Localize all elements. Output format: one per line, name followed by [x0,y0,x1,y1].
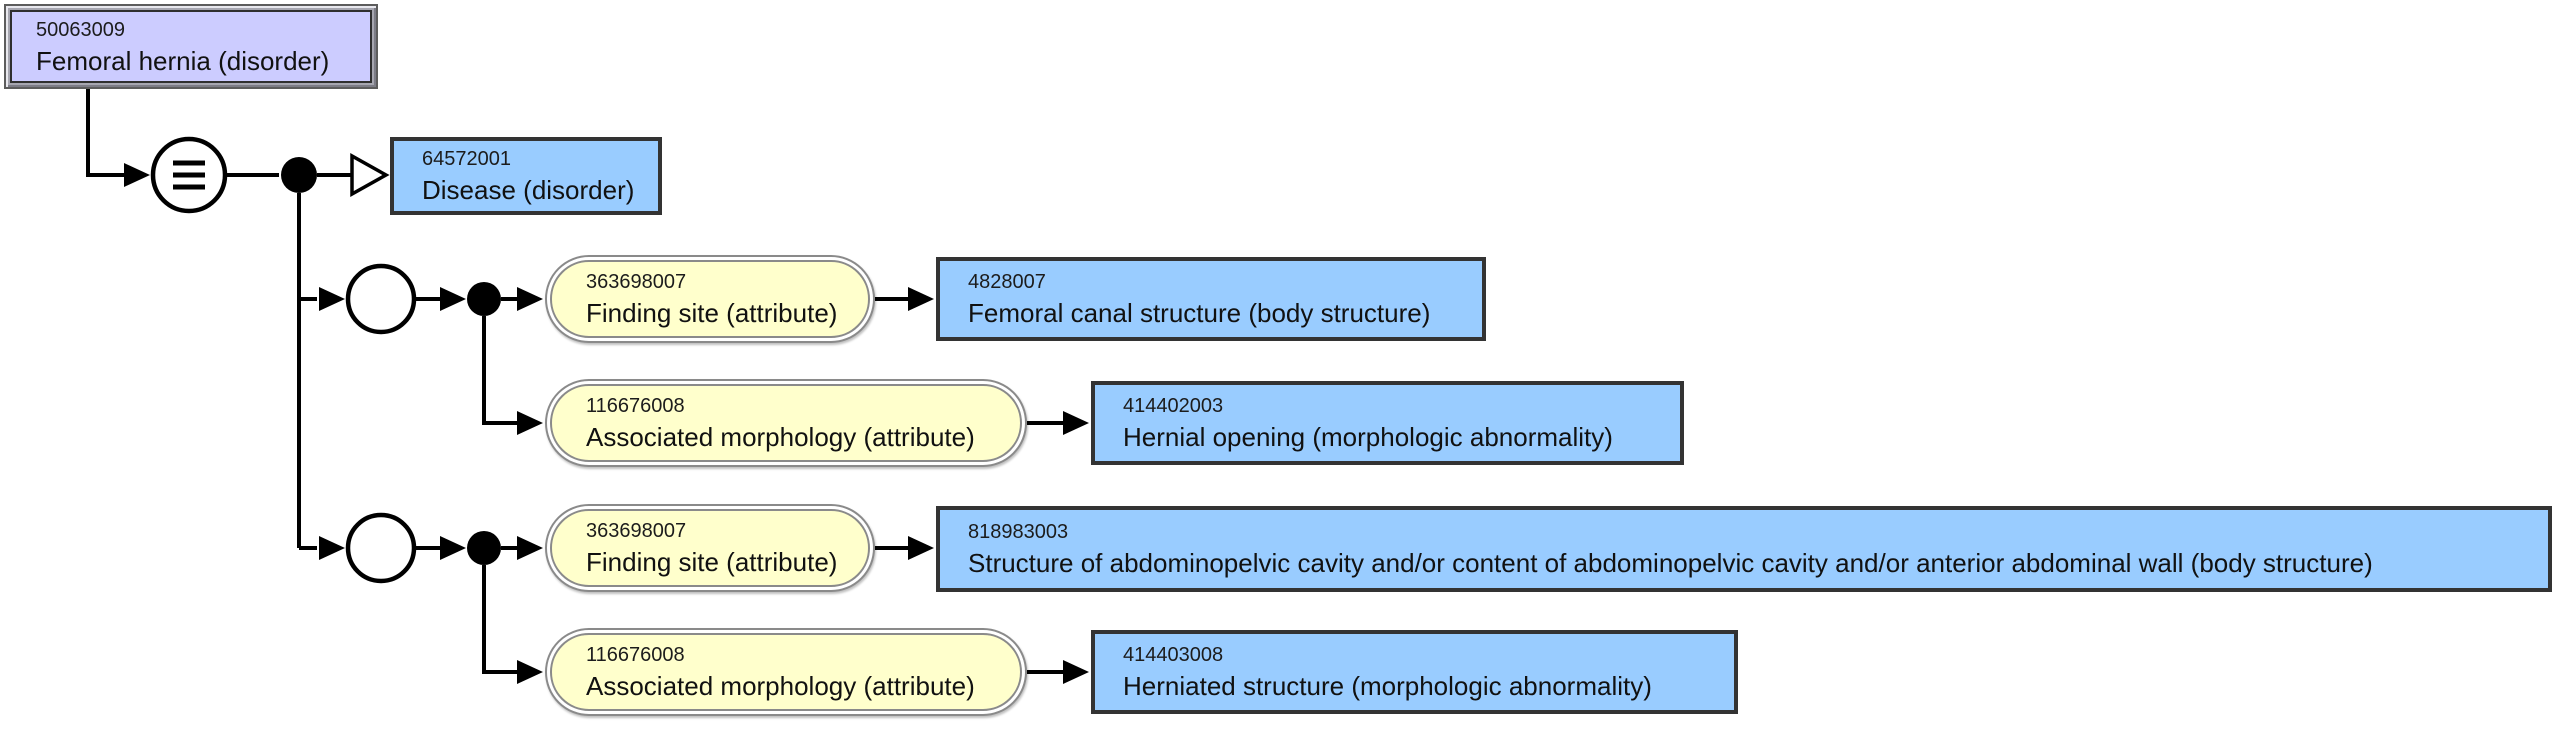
arrowhead-icon [1063,660,1089,684]
parent-concept-box: 64572001 Disease (disorder) [390,137,662,215]
concept-id: 414403008 [1123,644,1224,666]
value-box-hernial-opening: 414402003 Hernial opening (morphologic a… [1091,381,1684,465]
conjunction-dot [467,282,501,316]
concept-id: 50063009 [36,18,125,41]
concept-id: 363698007 [586,520,687,542]
attribute-content: 116676008 Associated morphology (attribu… [550,384,1022,462]
concept-term: Femoral canal structure (body structure) [968,298,1431,328]
attribute-group-circle [345,263,417,335]
arrowhead-icon [517,660,543,684]
concept-term: Finding site (attribute) [586,298,838,328]
concept-term: Associated morphology (attribute) [586,422,975,452]
arrowhead-icon [517,536,543,560]
conjunction-dot [467,531,501,565]
is-a-triangle-icon [350,153,390,197]
arrowhead-icon [908,287,934,311]
attribute-box-associated-morphology-group2: 116676008 Associated morphology (attribu… [545,628,1027,716]
concept-id: 4828007 [968,271,1046,293]
attribute-box-associated-morphology-group1: 116676008 Associated morphology (attribu… [545,379,1027,467]
value-box-abdominopelvic-structure: 818983003 Structure of abdominopelvic ca… [936,506,2552,592]
attribute-content: 363698007 Finding site (attribute) [550,509,870,587]
concept-term: Femoral hernia (disorder) [36,45,330,76]
arrowhead-icon [517,287,543,311]
arrowhead-icon [1063,411,1089,435]
focus-connector [86,89,150,187]
arrowhead-icon [908,536,934,560]
attribute-box-finding-site-group1: 363698007 Finding site (attribute) [545,255,875,343]
attribute-content: 116676008 Associated morphology (attribu… [550,633,1022,711]
concept-term: Herniated structure (morphologic abnorma… [1123,671,1652,701]
arrowhead-icon [440,536,466,560]
concept-term: Associated morphology (attribute) [586,671,975,701]
group-2-connectors [299,512,1089,684]
arrowhead-icon [319,287,345,311]
concept-id: 116676008 [586,395,685,417]
concept-id: 64572001 [422,148,511,170]
attribute-box-finding-site-group2: 363698007 Finding site (attribute) [545,504,875,592]
concept-id: 818983003 [968,521,1069,543]
concept-term: Hernial opening (morphologic abnormality… [1123,422,1613,452]
conjunction-dot [281,157,317,193]
group-1-connectors [299,263,1089,435]
is-a-connector [317,153,390,197]
arrowhead-icon [440,287,466,311]
arrowhead-icon [319,536,345,560]
concept-term: Structure of abdominopelvic cavity and/o… [968,548,2373,578]
value-box-femoral-canal-structure: 4828007 Femoral canal structure (body st… [936,257,1486,341]
arrowhead-icon [517,411,543,435]
arrowhead-icon [124,163,150,187]
attribute-content: 363698007 Finding site (attribute) [550,260,870,338]
concept-id: 414402003 [1123,395,1224,417]
attribute-group-circle [345,512,417,584]
focus-concept-content: 50063009 Femoral hernia (disorder) [10,10,372,83]
concept-id: 363698007 [586,271,687,293]
concept-term: Disease (disorder) [422,175,635,205]
equivalent-to-icon [150,136,228,214]
concept-id: 116676008 [586,644,685,666]
concept-term: Finding site (attribute) [586,547,838,577]
focus-concept-box: 50063009 Femoral hernia (disorder) [4,4,378,89]
value-box-herniated-structure: 414403008 Herniated structure (morpholog… [1091,630,1738,714]
